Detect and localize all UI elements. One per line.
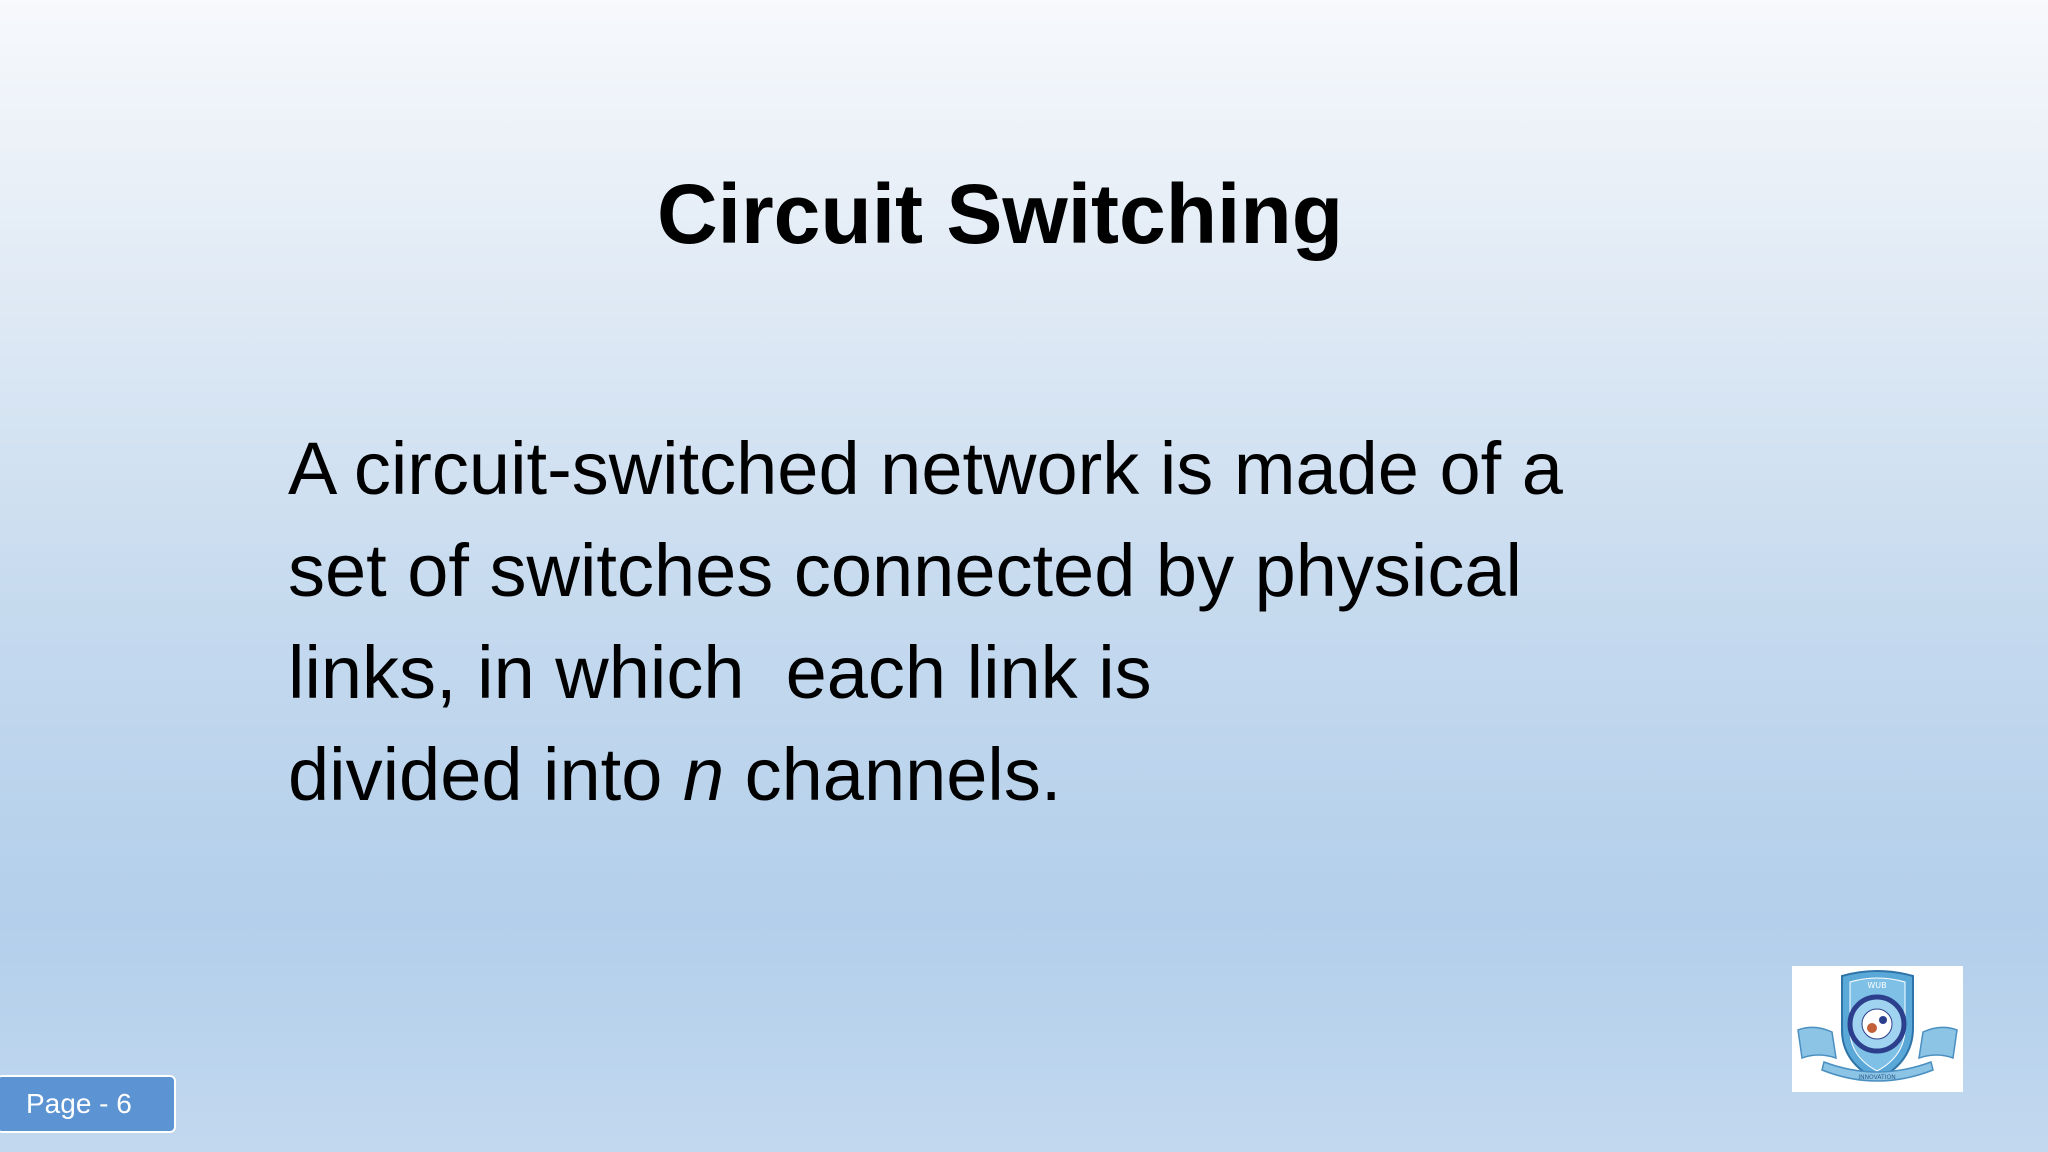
page-number-badge: Page - 6 — [0, 1075, 176, 1133]
slide-body-text: A circuit-switched network is made of a … — [288, 418, 1768, 826]
crest-ribbon-text: INNOVATION — [1858, 1074, 1895, 1081]
body-line-4: divided into n channels. — [288, 724, 1768, 826]
variable-n: n — [682, 733, 725, 816]
body-line-4-end: channels. — [724, 733, 1062, 816]
body-line-3: links, in which each link is — [288, 631, 1152, 714]
body-line-1: A circuit-switched network is made of a — [288, 427, 1563, 510]
crest-top-text: WUB — [1867, 981, 1886, 990]
crest-icon: WUB INNOVATION — [1797, 970, 1958, 1082]
body-line-4-start: divided into — [288, 733, 683, 816]
body-line-2: set of switches connected by physical — [288, 529, 1522, 612]
university-crest-logo: WUB INNOVATION — [1792, 966, 1963, 1092]
slide-title: Circuit Switching — [656, 167, 1344, 261]
